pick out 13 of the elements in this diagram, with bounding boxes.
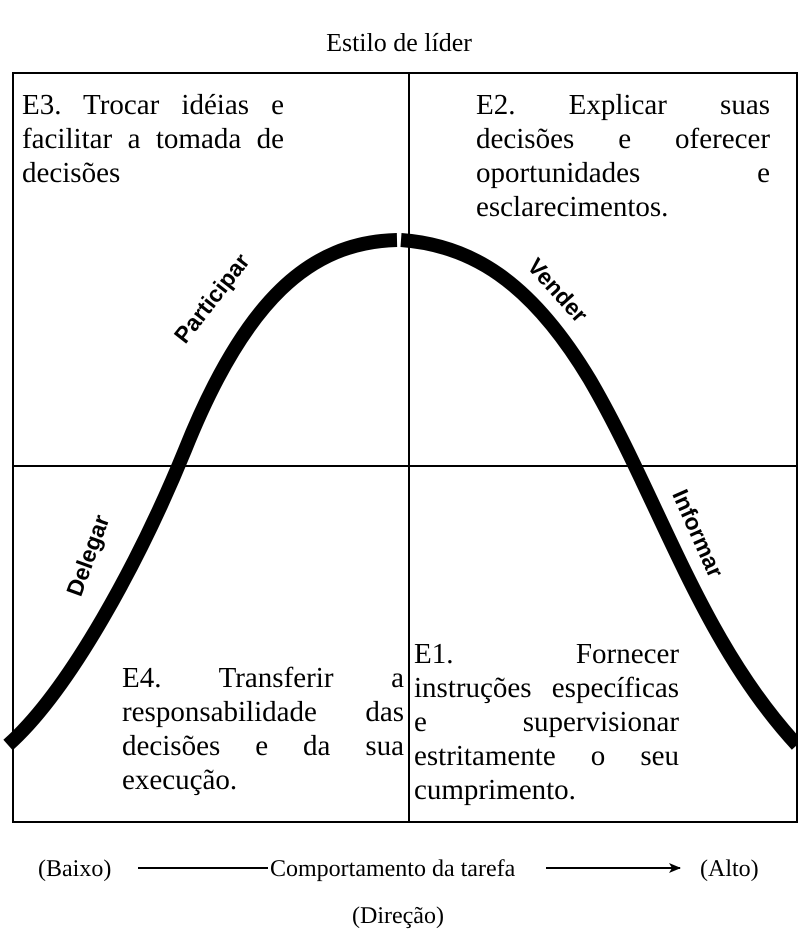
quadrant-panel <box>12 465 410 823</box>
description-text: E3. Trocar idéias e facilitar a tomada de decisões <box>22 88 284 190</box>
description-text: E1. Fornecer instruções específicas e supervisionar estritamente o seu cumprimento. <box>414 637 679 807</box>
description-text: E4. Transferir a responsabilidade das decisões e da sua execução. <box>122 661 404 797</box>
axis-label: (Alto) <box>700 856 759 883</box>
quadrant-panel <box>12 72 410 467</box>
axis-label: (Baixo) <box>38 856 112 883</box>
quadrant-panel <box>408 72 798 467</box>
description-text: E2. Explicar suas decisões e oferecer oportunidades e esclarecimentos. <box>476 88 770 224</box>
axis-label: (Direção) <box>352 903 444 930</box>
chart-title: Estilo de líder <box>325 28 473 58</box>
axis-title: Comportamento da tarefa <box>270 856 516 883</box>
quadrant-panel <box>408 465 798 823</box>
